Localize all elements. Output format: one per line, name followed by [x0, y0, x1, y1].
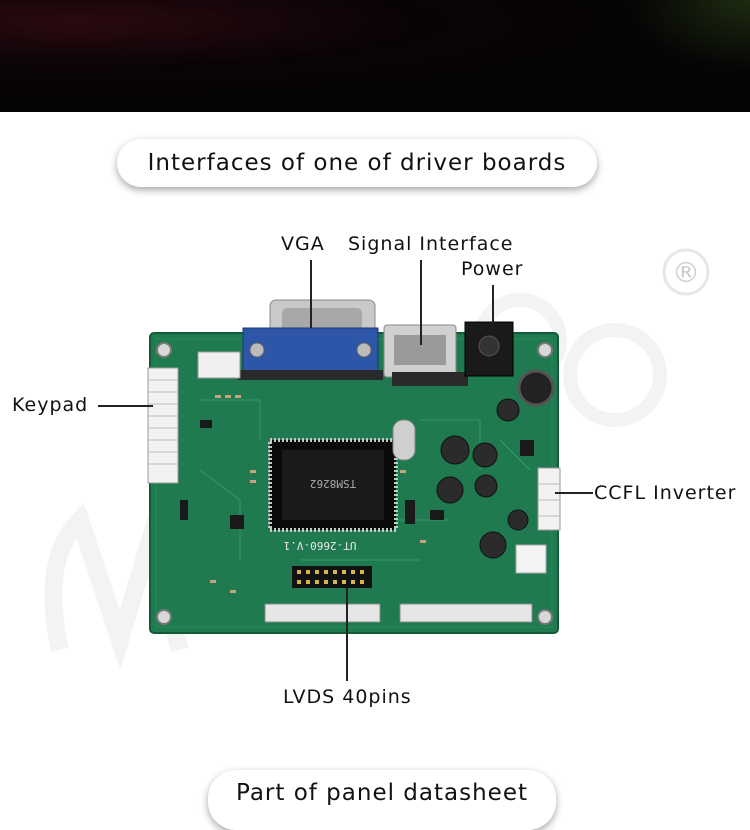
- label-lvds: LVDS 40pins: [283, 686, 412, 708]
- power-leader: [492, 285, 494, 325]
- power-jack: [464, 321, 514, 377]
- section-title-interfaces: Interfaces of one of driver boards: [117, 139, 597, 187]
- section-title-datasheet: Part of panel datasheet: [208, 770, 556, 830]
- resistors: [210, 395, 426, 593]
- signal-interface-connector: [383, 324, 468, 386]
- inductor: [517, 369, 555, 407]
- signal-leader: [420, 260, 422, 345]
- vga-leader: [310, 260, 312, 328]
- keypad-connector: [147, 367, 179, 484]
- main-chip: TSM8262: [268, 438, 398, 532]
- small-components: [180, 420, 534, 529]
- crystal: [392, 419, 416, 461]
- band-glow: [630, 0, 750, 70]
- mounting-holes: [156, 342, 553, 625]
- capacitors: [436, 398, 529, 559]
- label-keypad: Keypad: [12, 394, 89, 416]
- keypad-leader: [98, 405, 153, 407]
- top-dark-band: [0, 0, 750, 112]
- model-silkscreen: UT-2660-V.1: [284, 539, 357, 552]
- lvds-leader: [346, 588, 348, 681]
- vga-connector: [238, 299, 383, 380]
- lvds-connector: [264, 603, 381, 623]
- pin-header: [292, 566, 372, 588]
- ccfl-leader: [555, 492, 593, 494]
- label-power: Power: [461, 258, 524, 280]
- chip-label: TSM8262: [310, 477, 356, 490]
- label-vga: VGA: [281, 233, 325, 255]
- driver-board-illustration: ®: [44, 248, 710, 670]
- white-connector: [197, 351, 241, 379]
- white-pad: [515, 544, 547, 574]
- label-signal-interface: Signal Interface: [348, 233, 514, 255]
- registered-mark: ®: [672, 256, 700, 289]
- section-title-text: Interfaces of one of driver boards: [147, 150, 567, 176]
- label-ccfl-inverter: CCFL Inverter: [594, 482, 737, 504]
- lvds-connector-2: [399, 603, 533, 623]
- footer-title-text: Part of panel datasheet: [235, 780, 528, 806]
- ccfl-connector: [537, 467, 561, 531]
